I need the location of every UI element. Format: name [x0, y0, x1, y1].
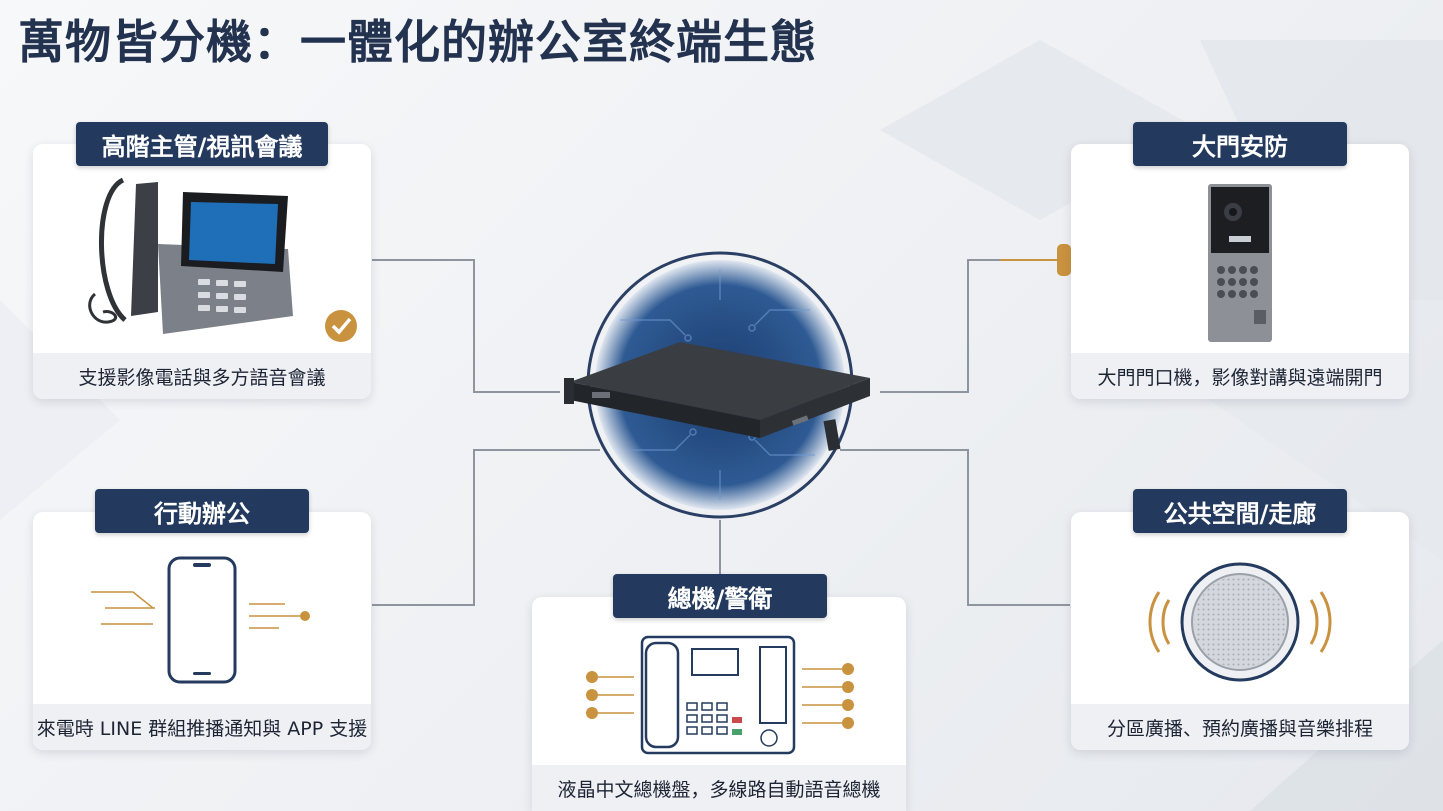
card-operator-label: 總機/警衛: [613, 574, 827, 618]
card-public-caption: 分區廣播、預約廣播與音樂排程: [1071, 704, 1409, 750]
card-operator: 液晶中文總機盤，多線路自動語音總機: [532, 597, 906, 811]
card-executive-caption: 支援影像電話與多方語音會議: [33, 353, 371, 399]
card-executive-label: 高階主管/視訊會議: [76, 122, 328, 166]
card-executive: 支援影像電話與多方語音會議: [33, 144, 371, 399]
card-gate: 大門門口機，影像對講與遠端開門: [1071, 144, 1409, 399]
card-public: 分區廣播、預約廣播與音樂排程: [1071, 512, 1409, 750]
card-public-label: 公共空間/走廊: [1133, 489, 1347, 533]
page-title: 萬物皆分機：一體化的辦公室終端生態: [18, 15, 817, 69]
hub-server-icon: [564, 251, 870, 519]
smartphone-icon: [91, 556, 310, 684]
card-gate-caption: 大門門口機，影像對講與遠端開門: [1071, 353, 1409, 399]
card-gate-label: 大門安防: [1133, 122, 1347, 166]
card-mobile-label: 行動辦公: [95, 489, 309, 533]
operator-console-icon: [586, 635, 854, 755]
card-mobile: 來電時 LINE 群組推播通知與 APP 支援: [33, 512, 371, 750]
ceiling-speaker-icon: [1148, 562, 1332, 682]
door-intercom-icon: [1208, 184, 1272, 342]
connector-tab: [1057, 244, 1071, 276]
card-mobile-caption: 來電時 LINE 群組推播通知與 APP 支援: [33, 704, 371, 750]
video-phone-icon: [88, 177, 357, 342]
card-operator-caption: 液晶中文總機盤，多線路自動語音總機: [532, 765, 906, 811]
